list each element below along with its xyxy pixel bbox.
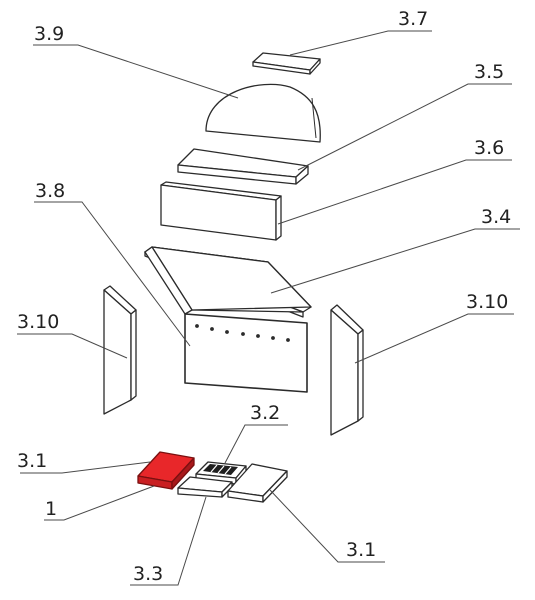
leader-3-7 [289, 30, 432, 56]
leader-lines [17, 30, 520, 586]
label-3-2: 3.2 [250, 402, 280, 424]
part-3-9-dome [205, 83, 321, 143]
part-1-side-face [171, 457, 195, 490]
part-3-2-grate [195, 461, 247, 485]
leader-3-10-left [17, 333, 128, 359]
label-3-10-left: 3.10 [17, 311, 59, 333]
label-3-3: 3.3 [133, 563, 163, 585]
label-3-7: 3.7 [398, 8, 428, 30]
label-3-4: 3.4 [481, 206, 511, 228]
part-3-7-brick [252, 52, 321, 75]
leader-3-1-right [269, 489, 385, 563]
part-3-10-left-panel [103, 285, 137, 415]
leader-3-2 [224, 424, 288, 464]
part-1-highlighted-brick [137, 451, 195, 490]
leader-1 [44, 485, 155, 521]
labels: 3.7 3.9 3.5 3.6 3.8 3.4 3.10 3.10 3.2 3.… [17, 8, 511, 585]
leader-3-8 [34, 201, 191, 347]
label-3-1-right: 3.1 [346, 539, 376, 561]
part-3-4-baffle [144, 246, 312, 318]
label-3-5: 3.5 [474, 61, 504, 83]
leader-3-3 [130, 496, 207, 586]
label-3-9: 3.9 [34, 23, 64, 45]
leader-3-10-right [354, 313, 514, 364]
part-3-10-right-panel [330, 304, 364, 436]
part-3-8-rear-panel [184, 313, 308, 393]
label-1: 1 [45, 498, 57, 520]
leader-3-9 [33, 44, 239, 99]
air-holes [195, 324, 290, 342]
label-3-1-left: 3.1 [17, 450, 47, 472]
label-3-8: 3.8 [35, 180, 65, 202]
leader-3-6 [277, 159, 512, 225]
part-3-5-brick [177, 148, 309, 185]
part-3-3-brick [177, 476, 233, 498]
leader-3-1-left [20, 461, 151, 474]
label-3-6: 3.6 [474, 137, 504, 159]
part-3-1-right-brick [227, 463, 288, 503]
leader-3-4 [270, 228, 520, 294]
part-3-6-plate [160, 181, 282, 241]
leader-3-5 [297, 83, 512, 171]
label-3-10-right: 3.10 [466, 291, 508, 313]
